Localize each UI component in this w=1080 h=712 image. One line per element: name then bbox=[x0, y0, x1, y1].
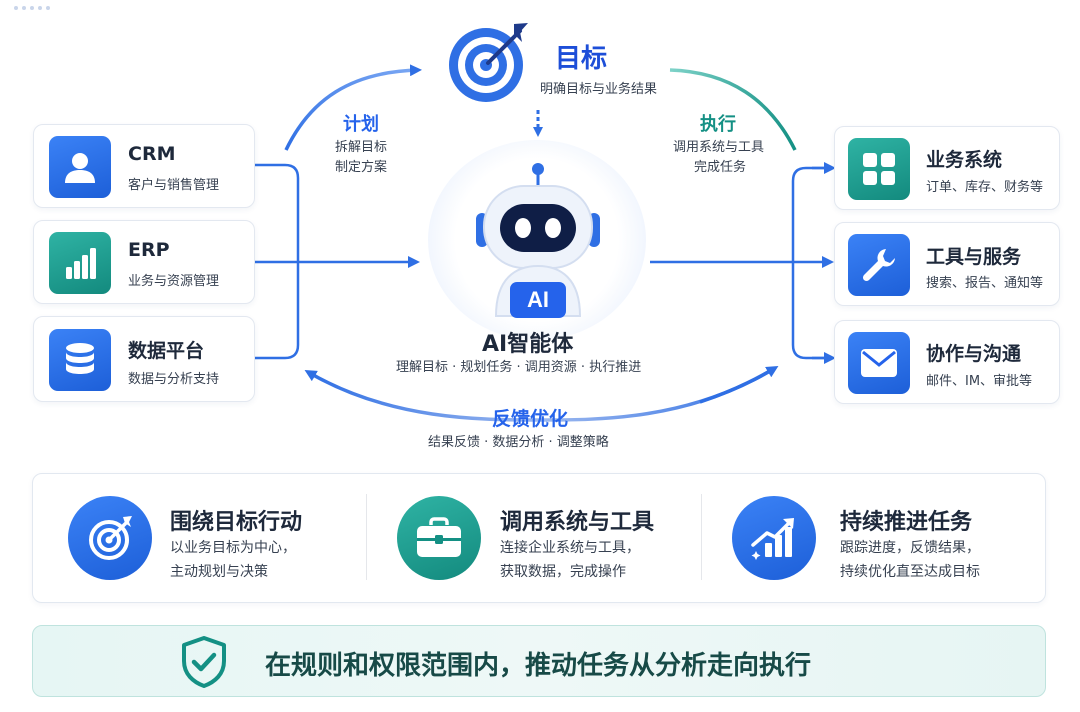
feature-divider bbox=[366, 494, 367, 580]
toolbox-icon bbox=[397, 496, 481, 580]
input-card-title: 数据平台 bbox=[128, 340, 205, 362]
trend-up-icon bbox=[732, 496, 816, 580]
execute-arc bbox=[669, 68, 797, 151]
plan-line2: 制定方案 bbox=[335, 160, 388, 175]
input-card-title: CRM bbox=[128, 143, 176, 165]
input-card-title: ERP bbox=[128, 239, 170, 261]
output-card-subtitle: 订单、库存、财务等 bbox=[926, 180, 1044, 195]
output-card-title: 协作与沟通 bbox=[926, 343, 1022, 365]
agent-title: AI智能体 bbox=[482, 332, 574, 357]
feedback-arrow-right bbox=[699, 365, 779, 404]
output-card-subtitle: 搜索、报告、通知等 bbox=[926, 276, 1044, 291]
goal-subtitle: 明确目标与业务结果 bbox=[540, 82, 658, 97]
window-dots bbox=[14, 6, 50, 10]
agent-subtitle: 理解目标 · 规划任务 · 调用资源 · 执行推进 bbox=[396, 360, 642, 375]
feedback-subtitle: 结果反馈 · 数据分析 · 调整策略 bbox=[428, 435, 609, 450]
goal-title: 目标 bbox=[555, 44, 608, 74]
bar-chart-icon bbox=[49, 232, 111, 294]
agent-ai-badge: AI bbox=[510, 282, 566, 318]
output-card-title: 工具与服务 bbox=[926, 246, 1022, 268]
plan-arrow bbox=[284, 64, 422, 151]
output-card-title: 业务系统 bbox=[926, 149, 1003, 171]
execute-line2: 完成任务 bbox=[694, 160, 747, 175]
banner-text: 在规则和权限范围内，推动任务从分析走向执行 bbox=[265, 651, 812, 681]
execute-title: 执行 bbox=[700, 114, 736, 135]
user-icon bbox=[49, 136, 111, 198]
input-card-subtitle: 数据与分析支持 bbox=[128, 372, 220, 387]
features-panel bbox=[32, 473, 1046, 603]
feature-desc-line1: 以业务目标为中心， bbox=[170, 540, 296, 556]
feature-desc-line2: 获取数据，完成操作 bbox=[500, 564, 626, 580]
input-card-subtitle: 客户与销售管理 bbox=[128, 178, 220, 193]
target-icon bbox=[68, 496, 152, 580]
feature-title: 持续推进任务 bbox=[840, 510, 973, 535]
plan-title: 计划 bbox=[343, 114, 379, 135]
output-card-subtitle: 邮件、IM、审批等 bbox=[926, 374, 1033, 389]
feedback-title: 反馈优化 bbox=[492, 408, 569, 430]
feature-desc-line2: 主动规划与决策 bbox=[170, 564, 268, 580]
execute-line1: 调用系统与工具 bbox=[673, 140, 765, 155]
mail-icon bbox=[848, 332, 910, 394]
feature-desc-line2: 持续优化直至达成目标 bbox=[840, 564, 980, 580]
wrench-icon bbox=[848, 234, 910, 296]
feature-desc-line1: 跟踪进度，反馈结果， bbox=[840, 540, 980, 556]
target-icon bbox=[442, 18, 534, 104]
feedback-arc bbox=[304, 366, 776, 422]
database-icon bbox=[49, 329, 111, 391]
feature-title: 调用系统与工具 bbox=[500, 510, 655, 535]
grid-icon bbox=[848, 138, 910, 200]
feature-divider bbox=[701, 494, 702, 580]
plan-line1: 拆解目标 bbox=[335, 140, 388, 155]
feature-title: 围绕目标行动 bbox=[170, 510, 303, 535]
feature-desc-line1: 连接企业系统与工具， bbox=[500, 540, 640, 556]
shield-check-icon bbox=[176, 634, 232, 690]
input-card-subtitle: 业务与资源管理 bbox=[128, 274, 220, 289]
